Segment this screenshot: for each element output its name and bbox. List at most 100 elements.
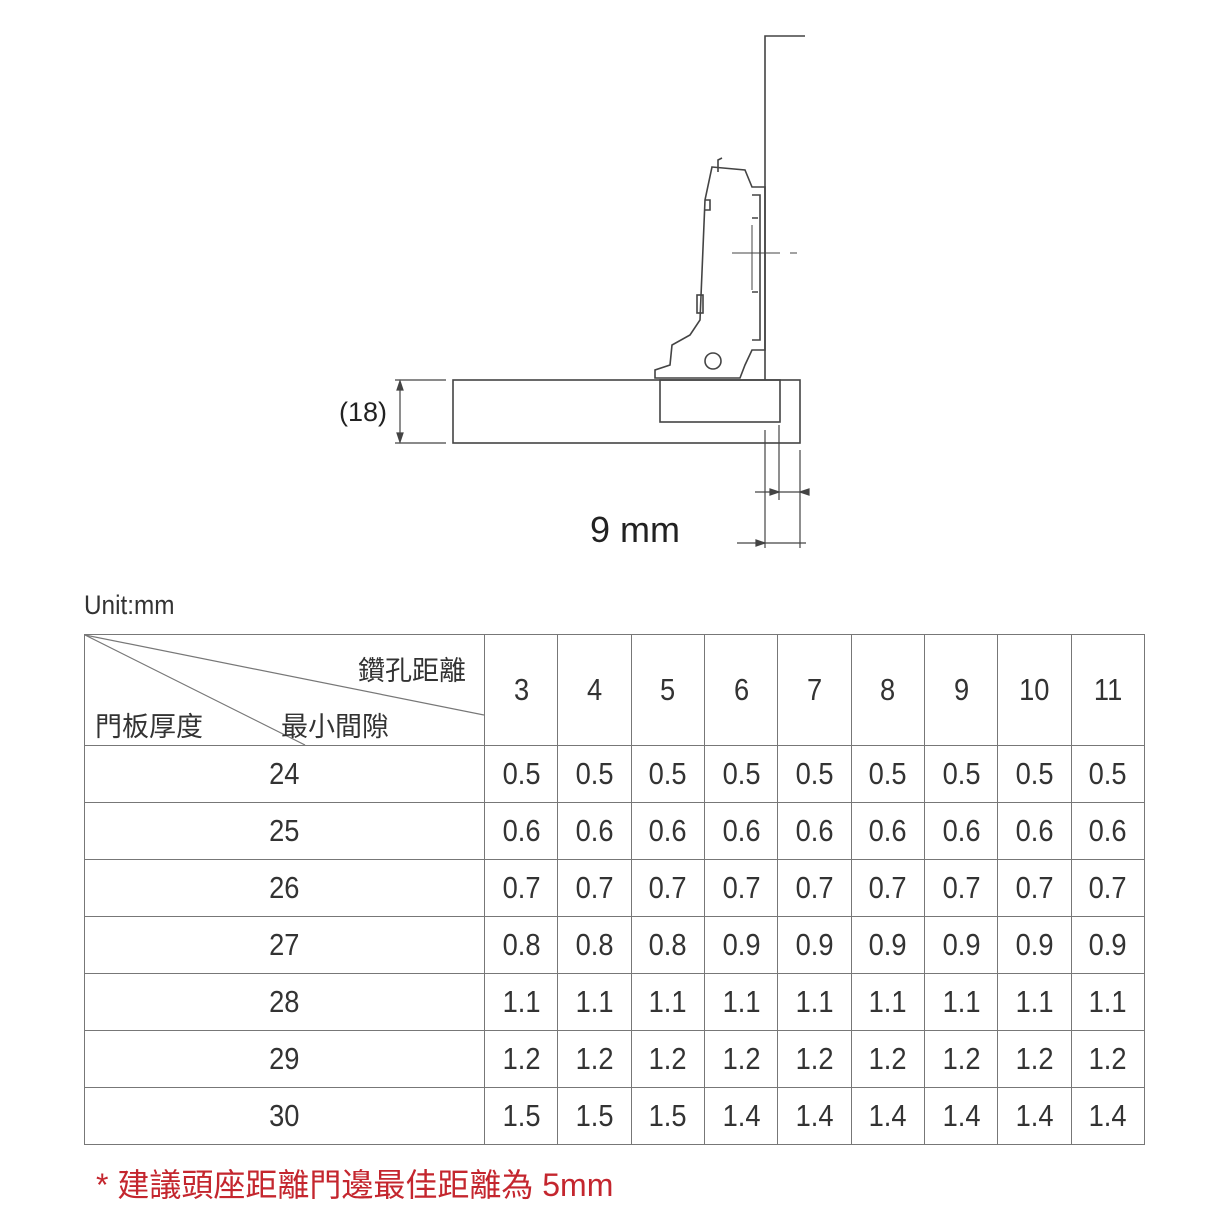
gap-value-cell: 0.6: [703, 802, 779, 860]
gap-value-cell: 1.1: [850, 973, 925, 1031]
header-row: 鑽孔距離 最小間隙 門板厚度 3 4 5 6 7 8 9 10 11: [84, 634, 1146, 746]
row-label: 28: [84, 973, 485, 1031]
gap-value-cell: 1.1: [777, 973, 852, 1031]
gap-value-cell: 0.7: [557, 859, 632, 917]
column-header: 10: [997, 634, 1072, 746]
row-label: 25: [84, 802, 485, 860]
gap-value-cell: 1.4: [923, 1087, 999, 1145]
recommendation-note: * 建議頭座距離門邊最佳距離為 5mm: [96, 1167, 614, 1203]
row-label: 27: [84, 916, 485, 974]
offset-label: 9 mm: [590, 509, 680, 550]
gap-value-cell: 0.8: [557, 916, 632, 974]
gap-value-cell: 0.9: [997, 916, 1072, 974]
gap-value-cell: 1.1: [557, 973, 632, 1031]
gap-value-cell: 0.7: [777, 859, 852, 917]
gap-value-cell: 1.1: [703, 973, 779, 1031]
gap-value-cell: 1.2: [483, 1030, 559, 1088]
gap-value-cell: 1.2: [997, 1030, 1072, 1088]
column-header: 5: [630, 634, 705, 746]
gap-value-cell: 1.2: [923, 1030, 999, 1088]
gap-value-cell: 1.1: [1070, 973, 1146, 1031]
gap-value-cell: 0.8: [630, 916, 705, 974]
gap-value-cell: 1.4: [777, 1087, 852, 1145]
unit-label: Unit:mm: [84, 590, 175, 620]
gap-value-cell: 0.5: [923, 745, 999, 803]
gap-value-cell: 0.7: [1070, 859, 1146, 917]
column-header: 9: [923, 634, 999, 746]
gap-value-cell: 0.6: [630, 802, 705, 860]
column-header: 7: [777, 634, 852, 746]
gap-value-cell: 0.8: [483, 916, 559, 974]
hinge-arm: [654, 166, 766, 379]
row-label: 30: [84, 1087, 485, 1145]
column-header: 6: [703, 634, 779, 746]
column-header: 4: [557, 634, 632, 746]
gap-value-cell: 1.2: [630, 1030, 705, 1088]
gap-value-cell: 1.5: [630, 1087, 705, 1145]
gap-value-cell: 0.9: [850, 916, 925, 974]
gap-value-cell: 0.7: [923, 859, 999, 917]
gap-value-cell: 1.1: [483, 973, 559, 1031]
gap-value-cell: 0.7: [850, 859, 925, 917]
gap-value-cell: 0.6: [777, 802, 852, 860]
gap-value-cell: 0.6: [923, 802, 999, 860]
drilling-distance-label: 鑽孔距離: [358, 656, 466, 686]
gap-value-cell: 0.5: [703, 745, 779, 803]
gap-value-cell: 0.7: [703, 859, 779, 917]
gap-value-cell: 1.5: [557, 1087, 632, 1145]
gap-value-cell: 0.6: [1070, 802, 1146, 860]
gap-value-cell: 0.5: [777, 745, 852, 803]
gap-value-cell: 0.6: [997, 802, 1072, 860]
gap-value-cell: 1.1: [923, 973, 999, 1031]
door-thickness-label: 門板厚度: [95, 712, 203, 742]
gap-value-cell: 0.7: [997, 859, 1072, 917]
gap-value-cell: 0.9: [1070, 916, 1146, 974]
row-label: 26: [84, 859, 485, 917]
corner-cell: 鑽孔距離 最小間隙 門板厚度: [84, 634, 485, 746]
gap-value-cell: 1.4: [703, 1087, 779, 1145]
gap-value-cell: 0.9: [923, 916, 999, 974]
gap-value-cell: 1.5: [483, 1087, 559, 1145]
gap-value-cell: 0.5: [997, 745, 1072, 803]
gap-value-cell: 0.6: [850, 802, 925, 860]
column-header: 8: [850, 634, 925, 746]
gap-value-cell: 0.6: [557, 802, 632, 860]
thickness-label: (18): [339, 397, 387, 427]
gap-value-cell: 1.2: [777, 1030, 852, 1088]
hinge-cup: [659, 379, 781, 423]
min-gap-label: 最小間隙: [281, 712, 389, 742]
gap-value-cell: 1.2: [850, 1030, 925, 1088]
gap-value-cell: 0.9: [777, 916, 852, 974]
hinge-diagram: (18) 9 mm: [339, 35, 810, 550]
gap-value-cell: 0.5: [1070, 745, 1146, 803]
gap-value-cell: 1.1: [630, 973, 705, 1031]
corner-diagonals: [85, 635, 484, 745]
gap-value-cell: 0.5: [557, 745, 632, 803]
column-header: 3: [483, 634, 559, 746]
gap-value-cell: 0.5: [483, 745, 559, 803]
gap-value-cell: 0.6: [483, 802, 559, 860]
gap-value-cell: 1.2: [1070, 1030, 1146, 1088]
gap-value-cell: 1.4: [997, 1087, 1072, 1145]
gap-value-cell: 0.9: [703, 916, 779, 974]
gap-value-cell: 1.4: [1070, 1087, 1146, 1145]
cabinet-wall: [764, 35, 805, 380]
door-panel: [452, 379, 801, 444]
gap-value-cell: 1.2: [703, 1030, 779, 1088]
row-label: 24: [84, 745, 485, 803]
gap-value-cell: 0.7: [630, 859, 705, 917]
gap-value-cell: 0.5: [630, 745, 705, 803]
row-label: 29: [84, 1030, 485, 1088]
gap-value-cell: 1.2: [557, 1030, 632, 1088]
gap-value-cell: 0.5: [850, 745, 925, 803]
gap-value-cell: 0.7: [483, 859, 559, 917]
gap-value-cell: 1.4: [850, 1087, 925, 1145]
